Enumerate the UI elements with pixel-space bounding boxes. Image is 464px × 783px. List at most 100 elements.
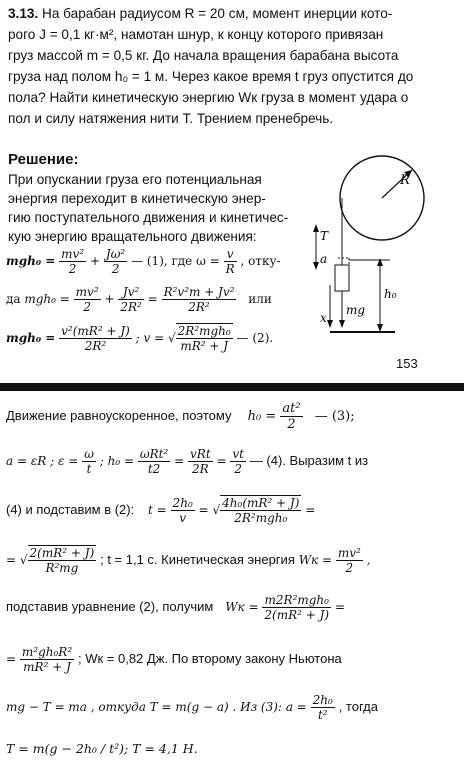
p2-l1d: 2	[287, 417, 296, 432]
p2-l2n3: vRt	[188, 447, 213, 462]
eq2-plus: +	[104, 292, 115, 306]
fig-label-T: T	[320, 229, 329, 243]
drum-figure: R T a mg h₀ x	[313, 155, 425, 333]
eq3-mid: ; v =	[135, 331, 165, 345]
eq1-end: , отку-	[240, 254, 281, 268]
p2-l2d4: 2	[234, 462, 242, 476]
p2-l4n: mv²	[335, 546, 363, 561]
p2-l7b: a =	[285, 700, 307, 714]
p2-l3sd: 2R²mgh₀	[234, 511, 288, 525]
eq3-sn: 2R²mgh₀	[175, 324, 233, 339]
p2-l6n: m²gh₀R²	[19, 645, 75, 660]
problem-line-1: 3.13. На барабан радиусом R = 20 см, мом…	[8, 6, 392, 21]
p2-l7c: , тогда	[338, 699, 378, 714]
page-separator	[0, 383, 464, 391]
p2-l3b: t =	[148, 503, 167, 517]
eq1-d1: 2	[68, 262, 77, 276]
p2-l5a: подставив уравнение (2), получим	[6, 599, 214, 614]
eq3-d1: 2R²	[84, 339, 107, 353]
p2-l3c: =	[198, 503, 209, 517]
fig-label-mg: mg	[346, 303, 365, 317]
page-153: 3.13. На барабан радиусом R = 20 см, мом…	[0, 0, 464, 383]
p2-l2d2: t2	[147, 462, 161, 476]
eq2-lhs: mgh₀ =	[24, 292, 70, 306]
p2-l2e: — (4). Выразим t из	[249, 453, 369, 468]
p2-l5b: Wк =	[225, 600, 259, 614]
solution-heading: Решение:	[8, 151, 79, 168]
p2-l7n: 2h₀	[310, 693, 335, 708]
p2-line-7: mg − T = ma , откуда T = m(g − a) . Из (…	[6, 693, 378, 722]
problem-line-5: пола? Найти кинетическую энергию Wк груз…	[8, 90, 409, 105]
fig-label-a: a	[320, 252, 327, 266]
eq3-sd: mR² + J	[180, 339, 229, 353]
fig-label-R: R	[399, 173, 410, 188]
p2-line-5: подставив уравнение (2), получим Wк = m2…	[6, 593, 345, 622]
p2-l4b: ; t = 1,1 с. Кинетическая энергия	[100, 552, 295, 567]
p2-l4a: =	[6, 553, 17, 567]
fig-label-x: x	[320, 311, 327, 325]
p2-line-4: = √2(mR² + J)R²mg ; t = 1,1 с. Кинетичес…	[6, 545, 371, 575]
p2-l4e: ,	[366, 553, 371, 567]
p2-l1n: at²	[280, 401, 303, 417]
solution-line-4: кую энергию вращательного движения:	[8, 229, 257, 244]
problem-line-2: рого J = 0,1 кг·м², намотан шнур, к конц…	[8, 27, 384, 42]
p2-l1c: — (3);	[314, 409, 355, 424]
page-number: 153	[396, 356, 418, 371]
fig-label-h0: h₀	[384, 287, 397, 301]
p2-l4sn: 2(mR² + J)	[27, 546, 97, 561]
solution-line-1: При опускании груза его потенциальная	[8, 172, 262, 187]
p2-l6b: ; Wк = 0,82 Дж. По второму закону Ньютон…	[77, 651, 342, 666]
eq2-n1: mv²	[73, 285, 101, 300]
p2-l2c: =	[174, 454, 185, 468]
eq1-wn: v	[223, 247, 237, 262]
p2-l7d: t²	[317, 708, 328, 722]
eq1-lhs: mgh₀ =	[6, 254, 56, 268]
problem-line-6: пол и силу натяжения нити T. Трением пре…	[8, 111, 334, 126]
problem-line-4: груза над полом h₀ = 1 м. Через какое вр…	[8, 69, 414, 84]
eq2-end: или	[248, 292, 272, 306]
solution-line-2: энергия переходит в кинетическую энер-	[8, 191, 266, 206]
eq2-eq: =	[147, 292, 158, 306]
p2-line-8: T = m(g − 2h₀ / t²); T = 4,1 Н.	[6, 741, 198, 756]
p2-l3a: (4) и подставим в (2):	[6, 502, 135, 517]
p2-l2d1: t	[86, 462, 92, 476]
p2-line-1: Движение равноускоренное, поэтому h₀ = a…	[6, 401, 355, 432]
p2-l3n: 2h₀	[170, 496, 195, 511]
p2-l4d: 2	[345, 561, 354, 575]
p2-l1a: Движение равноускоренное, поэтому	[6, 408, 232, 423]
eq2-d2: 2R²	[120, 300, 142, 314]
p2-l4c: Wк =	[298, 553, 333, 567]
eq1-d2: 2	[111, 262, 120, 276]
p2-l2n1: ω	[82, 447, 96, 462]
eq2-d1: 2	[83, 300, 91, 314]
p2-l3e: =	[305, 503, 316, 517]
p2-l2d3: 2R	[192, 462, 209, 476]
problem-line-3: груз массой m = 0,5 кг. До начала вращен…	[8, 48, 399, 63]
eq1-plus: +	[89, 254, 100, 268]
page-154: Движение равноускоренное, поэтому h₀ = a…	[0, 395, 464, 783]
eq2-pre: да	[6, 292, 21, 306]
p2-l1b: h₀ =	[247, 409, 277, 424]
eq1-n2: Jω²	[103, 247, 128, 262]
problem-number: 3.13.	[8, 6, 39, 21]
p2-l3d: v	[179, 511, 187, 525]
eq3-n1: v²(mR² + J)	[59, 324, 132, 339]
p2-l4sd: R²mg	[45, 561, 79, 575]
p2-l5d: 2(mR² + J)	[264, 608, 330, 622]
p2-l5e: =	[334, 600, 345, 614]
p2-l2n2: ωRt²	[137, 447, 171, 462]
eq1-tail: — (1), где ω =	[131, 254, 220, 268]
eq3-lhs: mgh₀ =	[6, 331, 56, 345]
eq3-end: — (2).	[236, 331, 274, 345]
p2-l2d: =	[216, 454, 227, 468]
p2-l7a: mg − T = ma , откуда T = m(g − a) . Из (…	[6, 700, 282, 714]
p2-l6d: mR² + J	[23, 660, 71, 674]
eq1-n1: mv²	[59, 247, 87, 262]
p2-l2b: ; h₀ =	[99, 454, 135, 468]
